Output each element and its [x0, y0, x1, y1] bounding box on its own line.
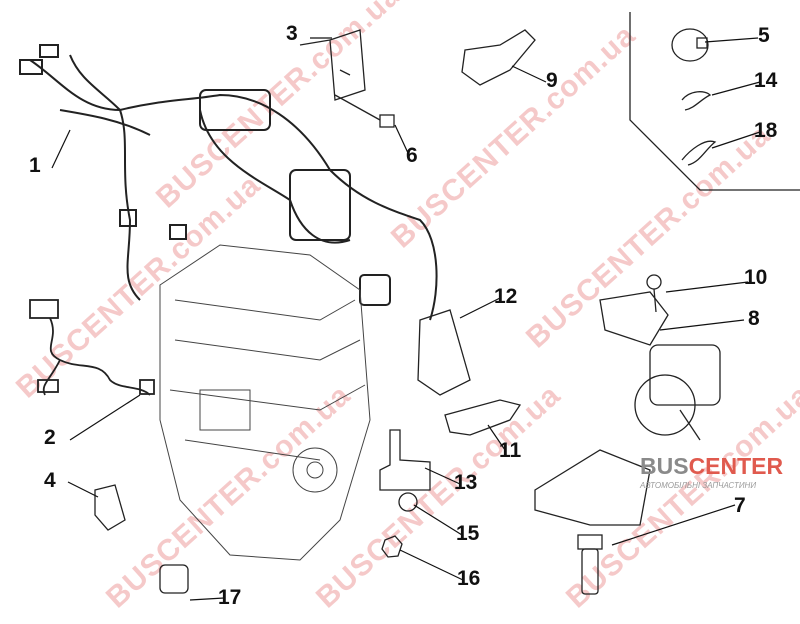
main-wiring-harness: [19, 44, 438, 321]
callout-4: 4: [44, 469, 56, 492]
clip-group-border: [629, 12, 800, 191]
logo-brand-part1: BUS: [640, 453, 689, 479]
callout-15: 15: [456, 522, 480, 545]
clip-14: [681, 91, 712, 111]
logo-brand-part2: CENTER: [688, 453, 784, 479]
callout-9: 9: [546, 69, 558, 92]
clip-18: [681, 140, 717, 166]
nut-16: [381, 535, 403, 558]
throttle-body: [634, 344, 721, 441]
clip-5: [671, 28, 709, 62]
bolt-10: [646, 274, 662, 313]
callout-5: 5: [758, 24, 770, 47]
callout-18: 18: [754, 119, 778, 142]
callout-8: 8: [748, 307, 760, 330]
switch-7: [577, 534, 603, 595]
callout-1: 1: [29, 154, 41, 177]
bolt-6: [334, 94, 395, 128]
bracket-4: [94, 484, 126, 531]
callout-2: 2: [44, 426, 56, 449]
bracket-13: [379, 429, 431, 491]
secondary-wiring-harness: [29, 299, 155, 396]
callout-17: 17: [218, 586, 242, 609]
callout-10: 10: [744, 266, 768, 289]
clip-12: [417, 309, 471, 396]
map-sensor-8: [599, 291, 669, 346]
part-17: [159, 564, 189, 594]
leader-lines: [51, 37, 761, 601]
logo-tagline: АВТОМОБІЛЬНІ ЗАПЧАСТИНИ: [640, 481, 757, 490]
bracket-11: [444, 399, 522, 436]
callout-3: 3: [286, 22, 298, 45]
engine-block: [159, 244, 371, 561]
callout-6: 6: [406, 144, 418, 167]
pedal-bracket-7: [534, 449, 651, 526]
sensor-9: [461, 29, 536, 86]
callout-16: 16: [457, 567, 481, 590]
callout-12: 12: [494, 285, 518, 308]
callout-13: 13: [454, 471, 478, 494]
buscenter-logo: BUSCENTER АВТОМОБІЛЬНІ ЗАПЧАСТИНИ: [640, 453, 783, 490]
callout-7: 7: [734, 494, 746, 517]
bracket-3: [299, 29, 366, 101]
callout-14: 14: [754, 69, 778, 92]
nut-15: [398, 492, 418, 512]
callout-11: 11: [499, 439, 522, 462]
